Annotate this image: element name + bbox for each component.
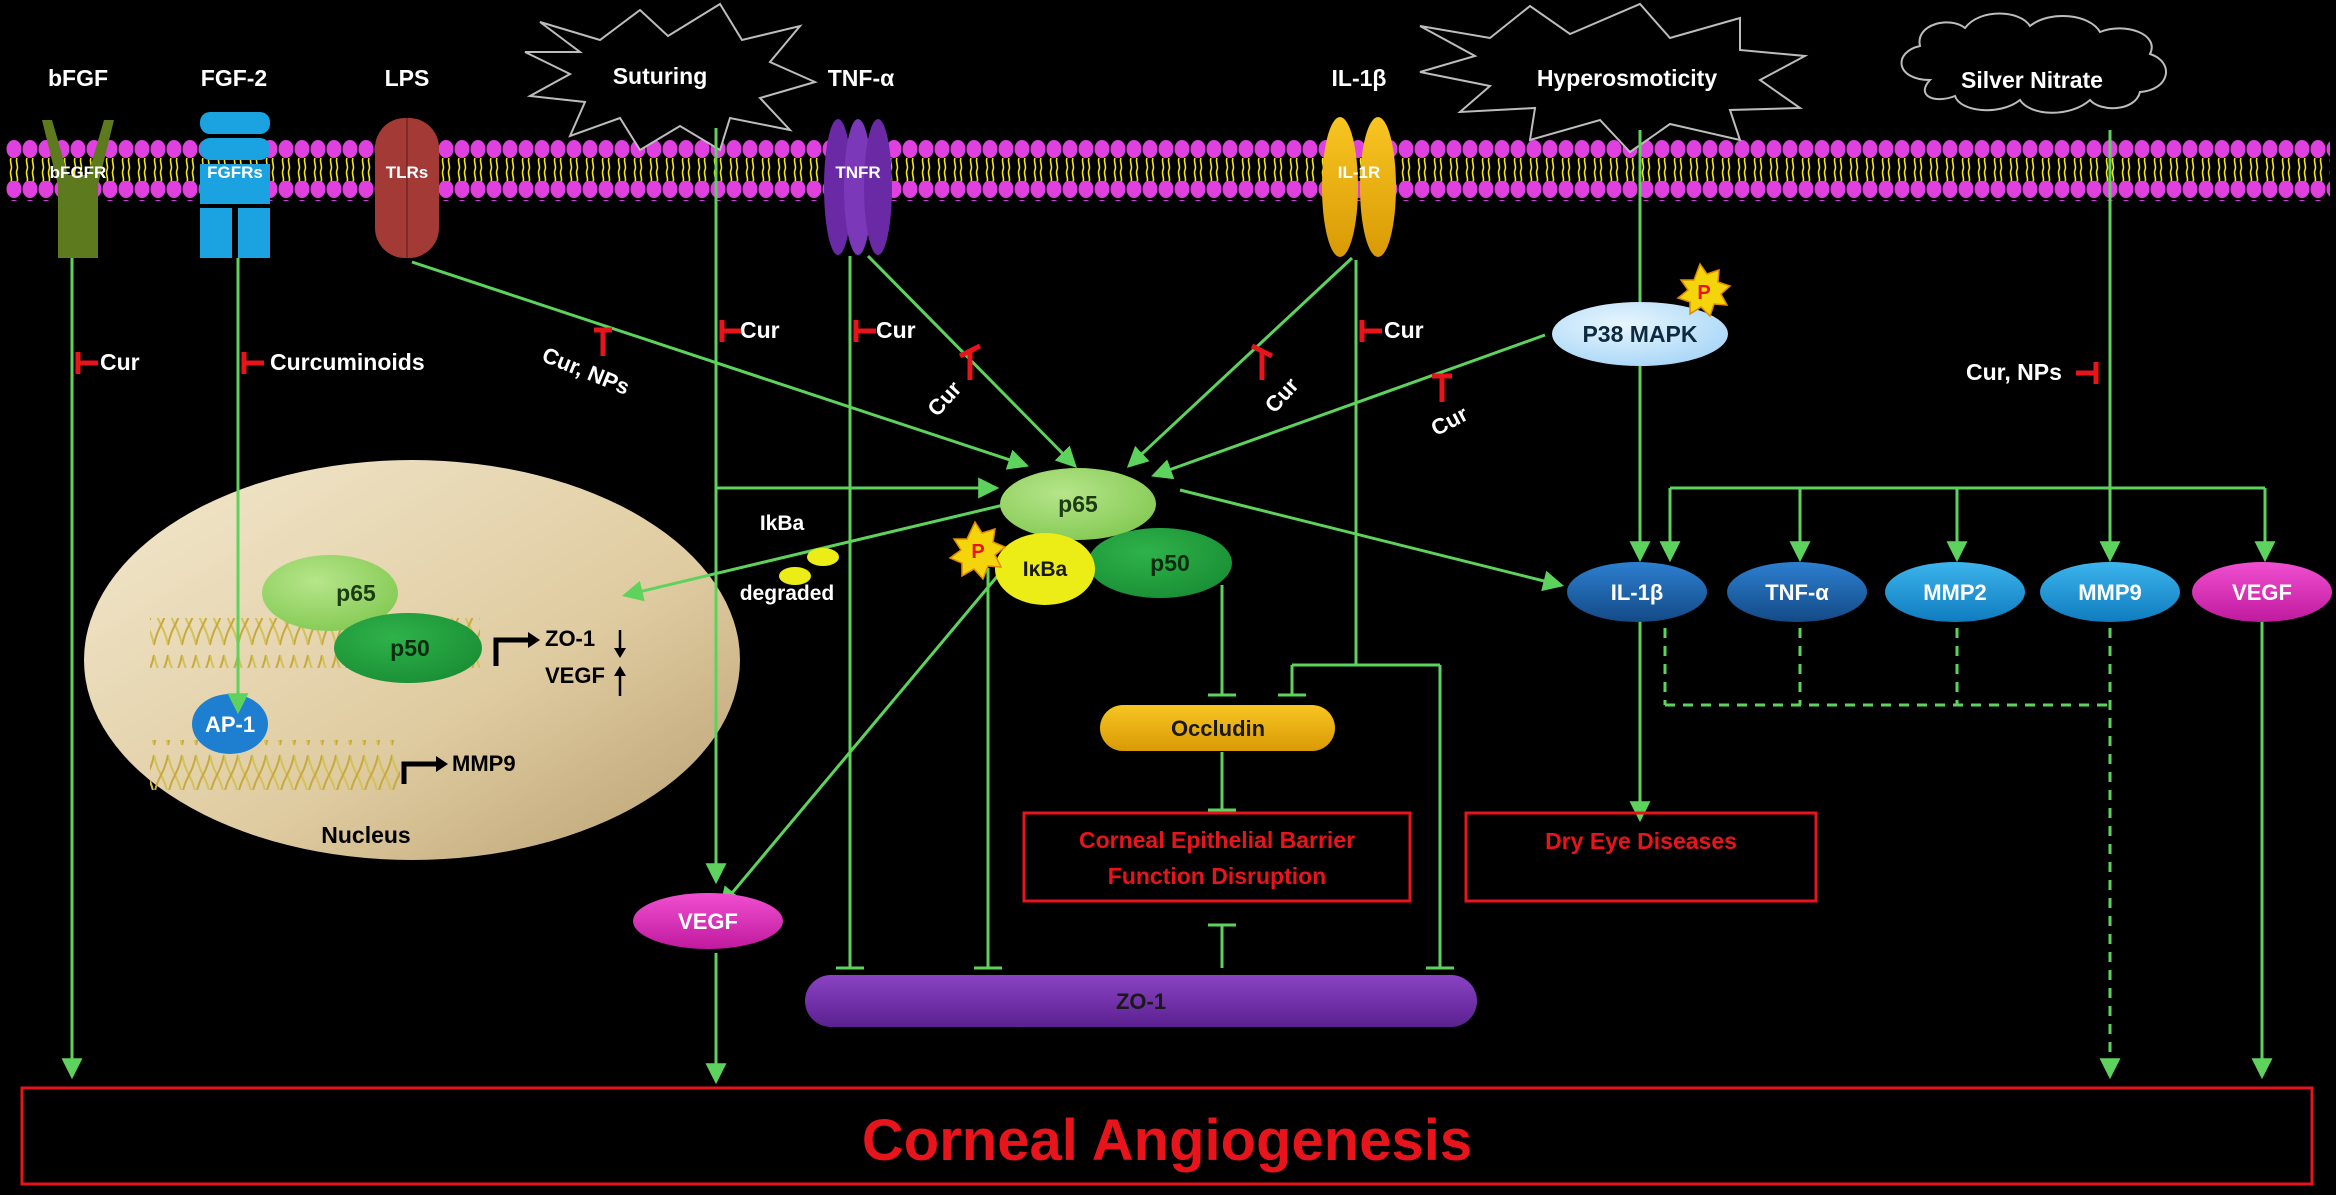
stimulus-fgf2: FGF-2 bbox=[201, 65, 267, 91]
inhibitor-cur-il1r-diag: Cur bbox=[1260, 372, 1304, 417]
barrier-line2: Function Disruption bbox=[1108, 863, 1326, 889]
fgfrs-label: FGFRs bbox=[207, 163, 263, 182]
zo1-promoter-arrow bbox=[493, 637, 530, 666]
zo1-gene: ZO-1 bbox=[545, 626, 595, 651]
nfkb-complex: p65 p50 IκBa P bbox=[948, 468, 1232, 605]
p38-label: P38 MAPK bbox=[1582, 321, 1697, 347]
ikba-degraded-label: IkBa bbox=[760, 512, 805, 535]
tnfr-receptor: TNFR bbox=[824, 119, 892, 255]
nucleus-label: Nucleus bbox=[321, 822, 410, 848]
inhibitor-curcuminoids: Curcuminoids bbox=[270, 349, 425, 375]
nucleus: p65 p50 AP-1 ZO-1 VEGF MMP9 Nucleus bbox=[84, 460, 740, 860]
zo1-label: ZO-1 bbox=[1116, 989, 1166, 1014]
mediators: IL-1β TNF-α MMP2 MMP9 VEGF bbox=[1567, 562, 2332, 622]
barrier-disruption-box: Corneal Epithelial Barrier Function Disr… bbox=[1022, 811, 1412, 903]
nucleus-p50: p50 bbox=[390, 635, 430, 661]
p65-label: p65 bbox=[1058, 491, 1098, 517]
barrier-line1: Corneal Epithelial Barrier bbox=[1079, 827, 1355, 853]
stimulus-tnfa: TNF-α bbox=[828, 65, 895, 91]
suppression-lines bbox=[836, 256, 1454, 970]
vegf-gene: VEGF bbox=[545, 663, 605, 688]
dry-eye-label: Dry Eye Diseases bbox=[1545, 828, 1737, 854]
mediator-mmp2: MMP2 bbox=[1923, 580, 1987, 605]
silver-nitrate-cloud bbox=[1900, 12, 2167, 114]
bfgfr-label: bFGFR bbox=[50, 163, 107, 182]
suturing-starburst bbox=[524, 2, 818, 152]
p38-phospho: P bbox=[1697, 282, 1710, 304]
angiogenesis-label: Corneal Angiogenesis bbox=[862, 1108, 1472, 1173]
stimulus-lps: LPS bbox=[385, 65, 430, 91]
mmp9-gene: MMP9 bbox=[452, 751, 516, 776]
dry-eye-box: Dry Eye Diseases bbox=[1464, 811, 1818, 903]
stimulus-suturing: Suturing bbox=[613, 63, 708, 89]
il1r-label: IL-1R bbox=[1338, 163, 1381, 182]
curcumin-inhibitors bbox=[75, 320, 2099, 402]
fgfrs-receptor: FGFRs bbox=[200, 112, 270, 258]
stimulus-bfgf: bFGF bbox=[48, 65, 108, 91]
cell-membrane bbox=[6, 139, 2330, 201]
il1r-receptor: IL-1R bbox=[1322, 117, 1396, 257]
p38-mapk: P38 MAPK P bbox=[1552, 262, 1732, 366]
mediator-tnfa: TNF-α bbox=[1765, 580, 1829, 605]
angiogenesis-box: Corneal Angiogenesis bbox=[20, 1086, 2314, 1186]
tnfr-label: TNFR bbox=[835, 163, 880, 182]
inhibitor-cur-p38: Cur bbox=[1427, 401, 1473, 441]
mediator-il1b: IL-1β bbox=[1611, 580, 1664, 605]
vegf-left: VEGF bbox=[633, 893, 783, 949]
mediator-mmp9: MMP9 bbox=[2078, 580, 2142, 605]
p50-label: p50 bbox=[1150, 550, 1190, 576]
inhibitor-cur-tnfr-diag: Cur bbox=[922, 376, 966, 421]
mmp9-promoter-arrow bbox=[401, 761, 438, 784]
inhibitor-cur-il1r: Cur bbox=[1384, 317, 1424, 343]
ikba-phospho: P bbox=[971, 541, 984, 563]
stimulus-il1b: IL-1β bbox=[1332, 65, 1387, 91]
hyperosmoticity-starburst bbox=[1419, 2, 1809, 154]
stimulus-silver-nitrate: Silver Nitrate bbox=[1961, 67, 2103, 93]
inhibitor-cur-nps-tlr: Cur, NPs bbox=[539, 342, 633, 400]
ikba-degraded: IkBa degraded bbox=[740, 512, 839, 605]
ikba-label: IκBa bbox=[1023, 558, 1068, 581]
zo1: ZO-1 bbox=[805, 975, 1477, 1027]
activation-arrows bbox=[61, 128, 2276, 1085]
ap1-label: AP-1 bbox=[205, 712, 255, 737]
dashed-connectors bbox=[1663, 628, 2121, 1080]
bfgfr-receptor: bFGFR bbox=[42, 120, 114, 258]
tlrs-receptor: TLRs bbox=[375, 118, 439, 258]
vegf-left-label: VEGF bbox=[678, 909, 738, 934]
mediator-vegf: VEGF bbox=[2232, 580, 2292, 605]
inhibitor-cur-nps-silver: Cur, NPs bbox=[1966, 359, 2062, 385]
nucleus-p65: p65 bbox=[336, 580, 376, 606]
stimulus-hyperosmoticity: Hyperosmoticity bbox=[1537, 65, 1717, 91]
occludin: Occludin bbox=[1100, 705, 1335, 751]
inhibitor-cur-suturing: Cur bbox=[740, 317, 780, 343]
inhibitor-cur-tnfr: Cur bbox=[876, 317, 916, 343]
tlrs-label: TLRs bbox=[386, 163, 429, 182]
inhibitor-cur-bfgf: Cur bbox=[100, 349, 140, 375]
occludin-label: Occludin bbox=[1171, 716, 1265, 741]
degraded-label: degraded bbox=[740, 582, 835, 605]
